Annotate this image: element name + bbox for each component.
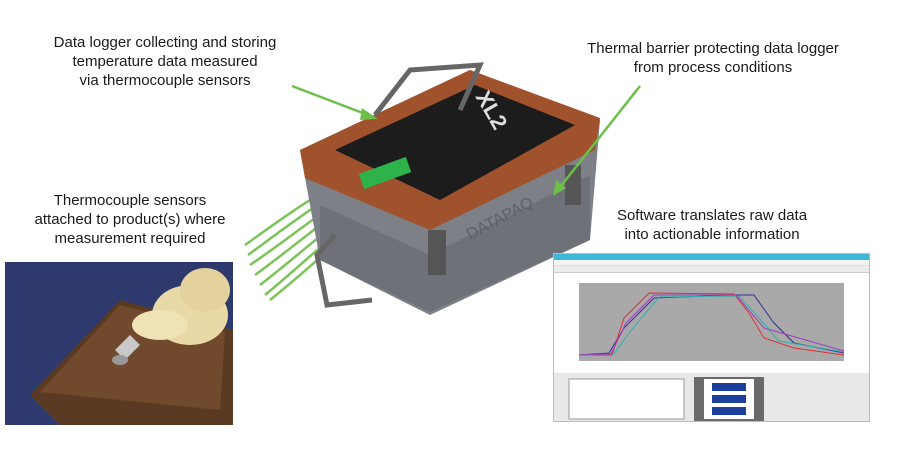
label-line: Thermocouple sensors bbox=[53, 192, 207, 209]
arrow-thermal-barrier bbox=[553, 85, 641, 196]
label-line: into actionable information bbox=[624, 226, 800, 243]
software-toolbar bbox=[554, 266, 869, 273]
thermocouple-photo bbox=[5, 262, 233, 425]
label-line: Software translates raw data bbox=[616, 207, 808, 224]
label-data-logger: Data logger collecting and storing tempe… bbox=[20, 33, 310, 90]
label-line: via thermocouple sensors bbox=[79, 72, 251, 89]
data-logger-case: XL2 DATAPAQ bbox=[300, 62, 600, 315]
label-line: attached to product(s) where bbox=[34, 211, 226, 228]
label-thermocouple: Thermocouple sensors attached to product… bbox=[10, 191, 250, 248]
label-line: Data logger collecting and storing bbox=[53, 34, 277, 51]
label-thermal-barrier: Thermal barrier protecting data logger f… bbox=[563, 39, 863, 77]
software-title-bar bbox=[554, 254, 869, 260]
arrow-data-logger bbox=[291, 84, 378, 120]
software-screenshot bbox=[553, 253, 870, 422]
label-line: Thermal barrier protecting data logger bbox=[587, 40, 839, 57]
label-software: Software translates raw data into action… bbox=[582, 206, 842, 244]
temperature-graph bbox=[554, 273, 869, 421]
label-line: measurement required bbox=[54, 230, 206, 247]
label-line: temperature data measured bbox=[72, 53, 258, 70]
label-line: from process conditions bbox=[633, 59, 793, 76]
software-menu-bar bbox=[554, 260, 869, 266]
